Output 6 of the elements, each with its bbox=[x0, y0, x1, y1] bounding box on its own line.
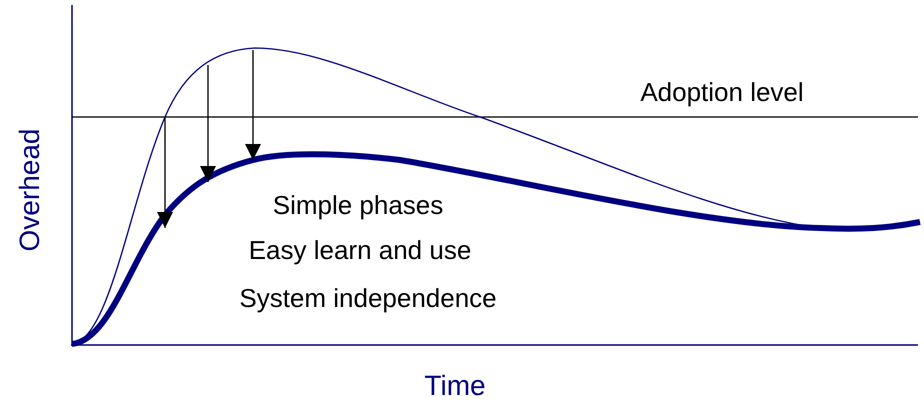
axis-title: Overhead bbox=[15, 128, 45, 252]
annotation-text: Easy learn and use bbox=[248, 235, 472, 265]
annotation-text: Adoption level bbox=[640, 77, 804, 107]
annotation-text: Simple phases bbox=[272, 190, 444, 220]
axis-title: Time bbox=[424, 371, 486, 401]
annotation-text: System independence bbox=[239, 283, 497, 313]
